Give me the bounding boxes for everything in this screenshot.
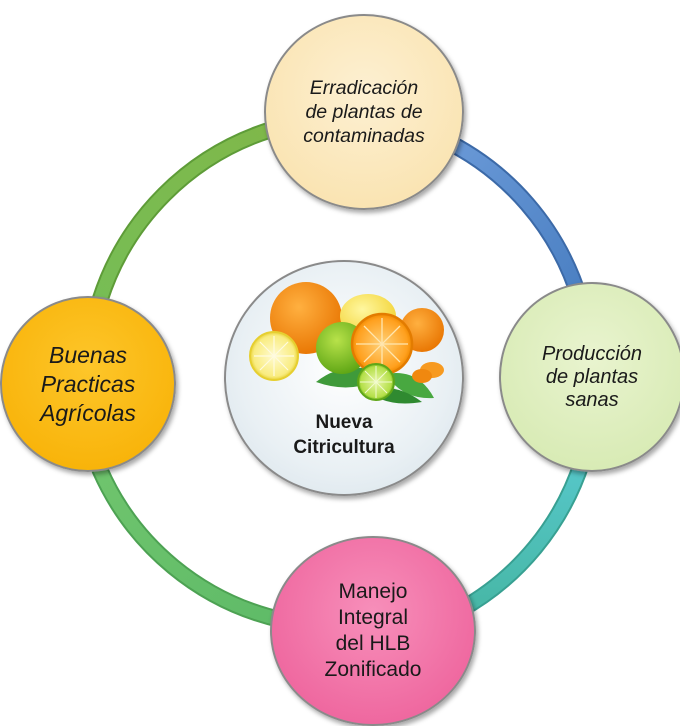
ring-arc-bottom-left	[91, 461, 291, 629]
node-erradicacion-label: Erradicación de plantas de contaminadas	[303, 77, 425, 147]
node-nueva-citricultura: Nueva Citricultura	[224, 260, 464, 496]
node-manejo-hlb-label: Manejo Integral del HLB Zonificado	[324, 580, 422, 681]
ring-arc-right-bottom	[451, 453, 591, 619]
center-title: Nueva Citricultura	[293, 412, 395, 458]
node-buenas-practicas: Buenas Practicas Agrícolas	[0, 296, 176, 472]
citrus-fruits-image	[249, 282, 444, 404]
node-erradicacion: Erradicación de plantas de contaminadas	[264, 14, 464, 210]
node-buenas-practicas-label: Buenas Practicas Agrícolas	[40, 341, 136, 426]
ring-arc-top-right	[431, 129, 589, 309]
node-produccion-label: Producción de plantas sanas	[541, 342, 643, 411]
node-manejo-hlb: Manejo Integral del HLB Zonificado	[270, 536, 476, 726]
ring-arc-left-top	[91, 121, 279, 309]
node-produccion: Producción de plantas sanas	[499, 282, 680, 472]
